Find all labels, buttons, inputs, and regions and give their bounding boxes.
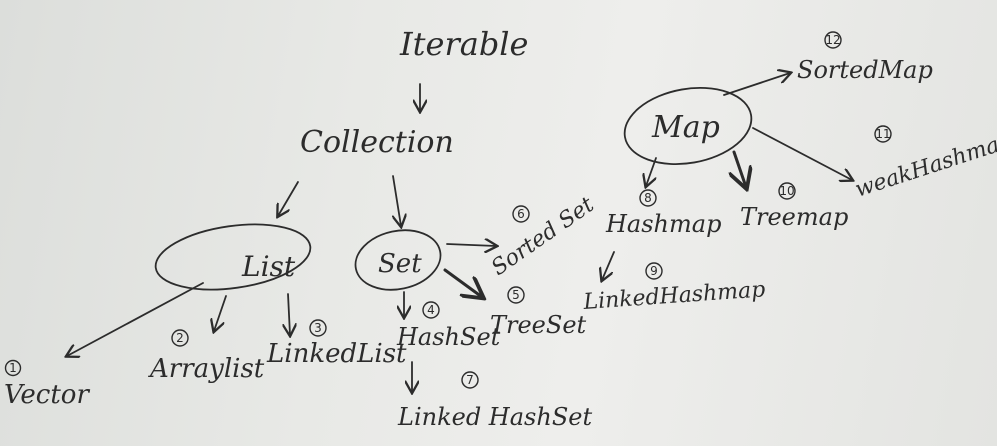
number-badge-11 — [874, 125, 892, 143]
number-badge-12 — [824, 31, 842, 49]
number-badge-2 — [171, 329, 189, 347]
map-ellipse — [623, 87, 753, 165]
set-to-treeset-arrow — [443, 268, 482, 297]
iterable-label: Iterable — [399, 25, 528, 63]
list-to-linkedlist-arrow — [288, 293, 290, 335]
map-to-treemap-arrow — [734, 150, 746, 187]
number-6: 6 — [517, 207, 525, 221]
number-badge-9 — [645, 262, 663, 280]
number-badge-7 — [461, 371, 479, 389]
list-label: List — [241, 250, 296, 283]
number-11: 11 — [875, 127, 890, 141]
set-ellipse — [354, 229, 442, 291]
number-badge-10 — [778, 182, 796, 200]
list-ellipse — [154, 223, 312, 291]
number-badge-4 — [422, 301, 440, 319]
number-5: 5 — [512, 288, 520, 302]
sortedset-label: Sorted Set — [487, 192, 599, 281]
number-2: 2 — [176, 331, 184, 345]
map-to-hashmap-arrow — [646, 157, 657, 186]
weakhashmap-label: weakHashmap — [852, 128, 997, 202]
map-to-weakhashmap-arrow — [752, 127, 852, 180]
collection-label: Collection — [300, 125, 454, 160]
linkedhashmap-label: LinkedHashmap — [582, 277, 766, 315]
number-badge-8 — [639, 189, 657, 207]
number-badge-3 — [309, 319, 327, 337]
number-4: 4 — [427, 303, 435, 317]
number-10: 10 — [779, 184, 794, 198]
list-to-vector-arrow — [67, 282, 204, 356]
treemap-label: Treemap — [740, 203, 848, 231]
set-label: Set — [378, 249, 422, 279]
number-badge-1 — [4, 359, 22, 377]
linkedhashset-label: Linked HashSet — [397, 403, 592, 431]
hashset-label: HashSet — [396, 323, 501, 351]
number-1: 1 — [9, 361, 17, 375]
hashmap-to-linkedhashmap-arrow — [602, 251, 615, 280]
number-7: 7 — [466, 373, 474, 387]
arraylist-label: Arraylist — [148, 354, 265, 384]
map-label: Map — [651, 110, 720, 145]
set-to-sortedset-arrow — [446, 244, 496, 246]
number-badge-6 — [512, 205, 530, 223]
number-badge-5 — [507, 286, 525, 304]
vector-label: Vector — [4, 380, 90, 410]
collection-to-set-arrow — [393, 175, 401, 226]
map-to-sortedmap-arrow — [723, 73, 790, 96]
sortedmap-label: SortedMap — [797, 56, 933, 84]
linkedlist-label: LinkedList — [266, 339, 407, 369]
collection-to-list-arrow — [278, 181, 299, 216]
number-8: 8 — [644, 191, 652, 205]
hashmap-label: Hashmap — [605, 210, 721, 238]
number-3: 3 — [314, 321, 322, 335]
list-to-arraylist-arrow — [214, 295, 227, 331]
number-9: 9 — [650, 264, 658, 278]
number-12: 12 — [825, 33, 840, 47]
treeset-label: TreeSet — [490, 311, 587, 339]
